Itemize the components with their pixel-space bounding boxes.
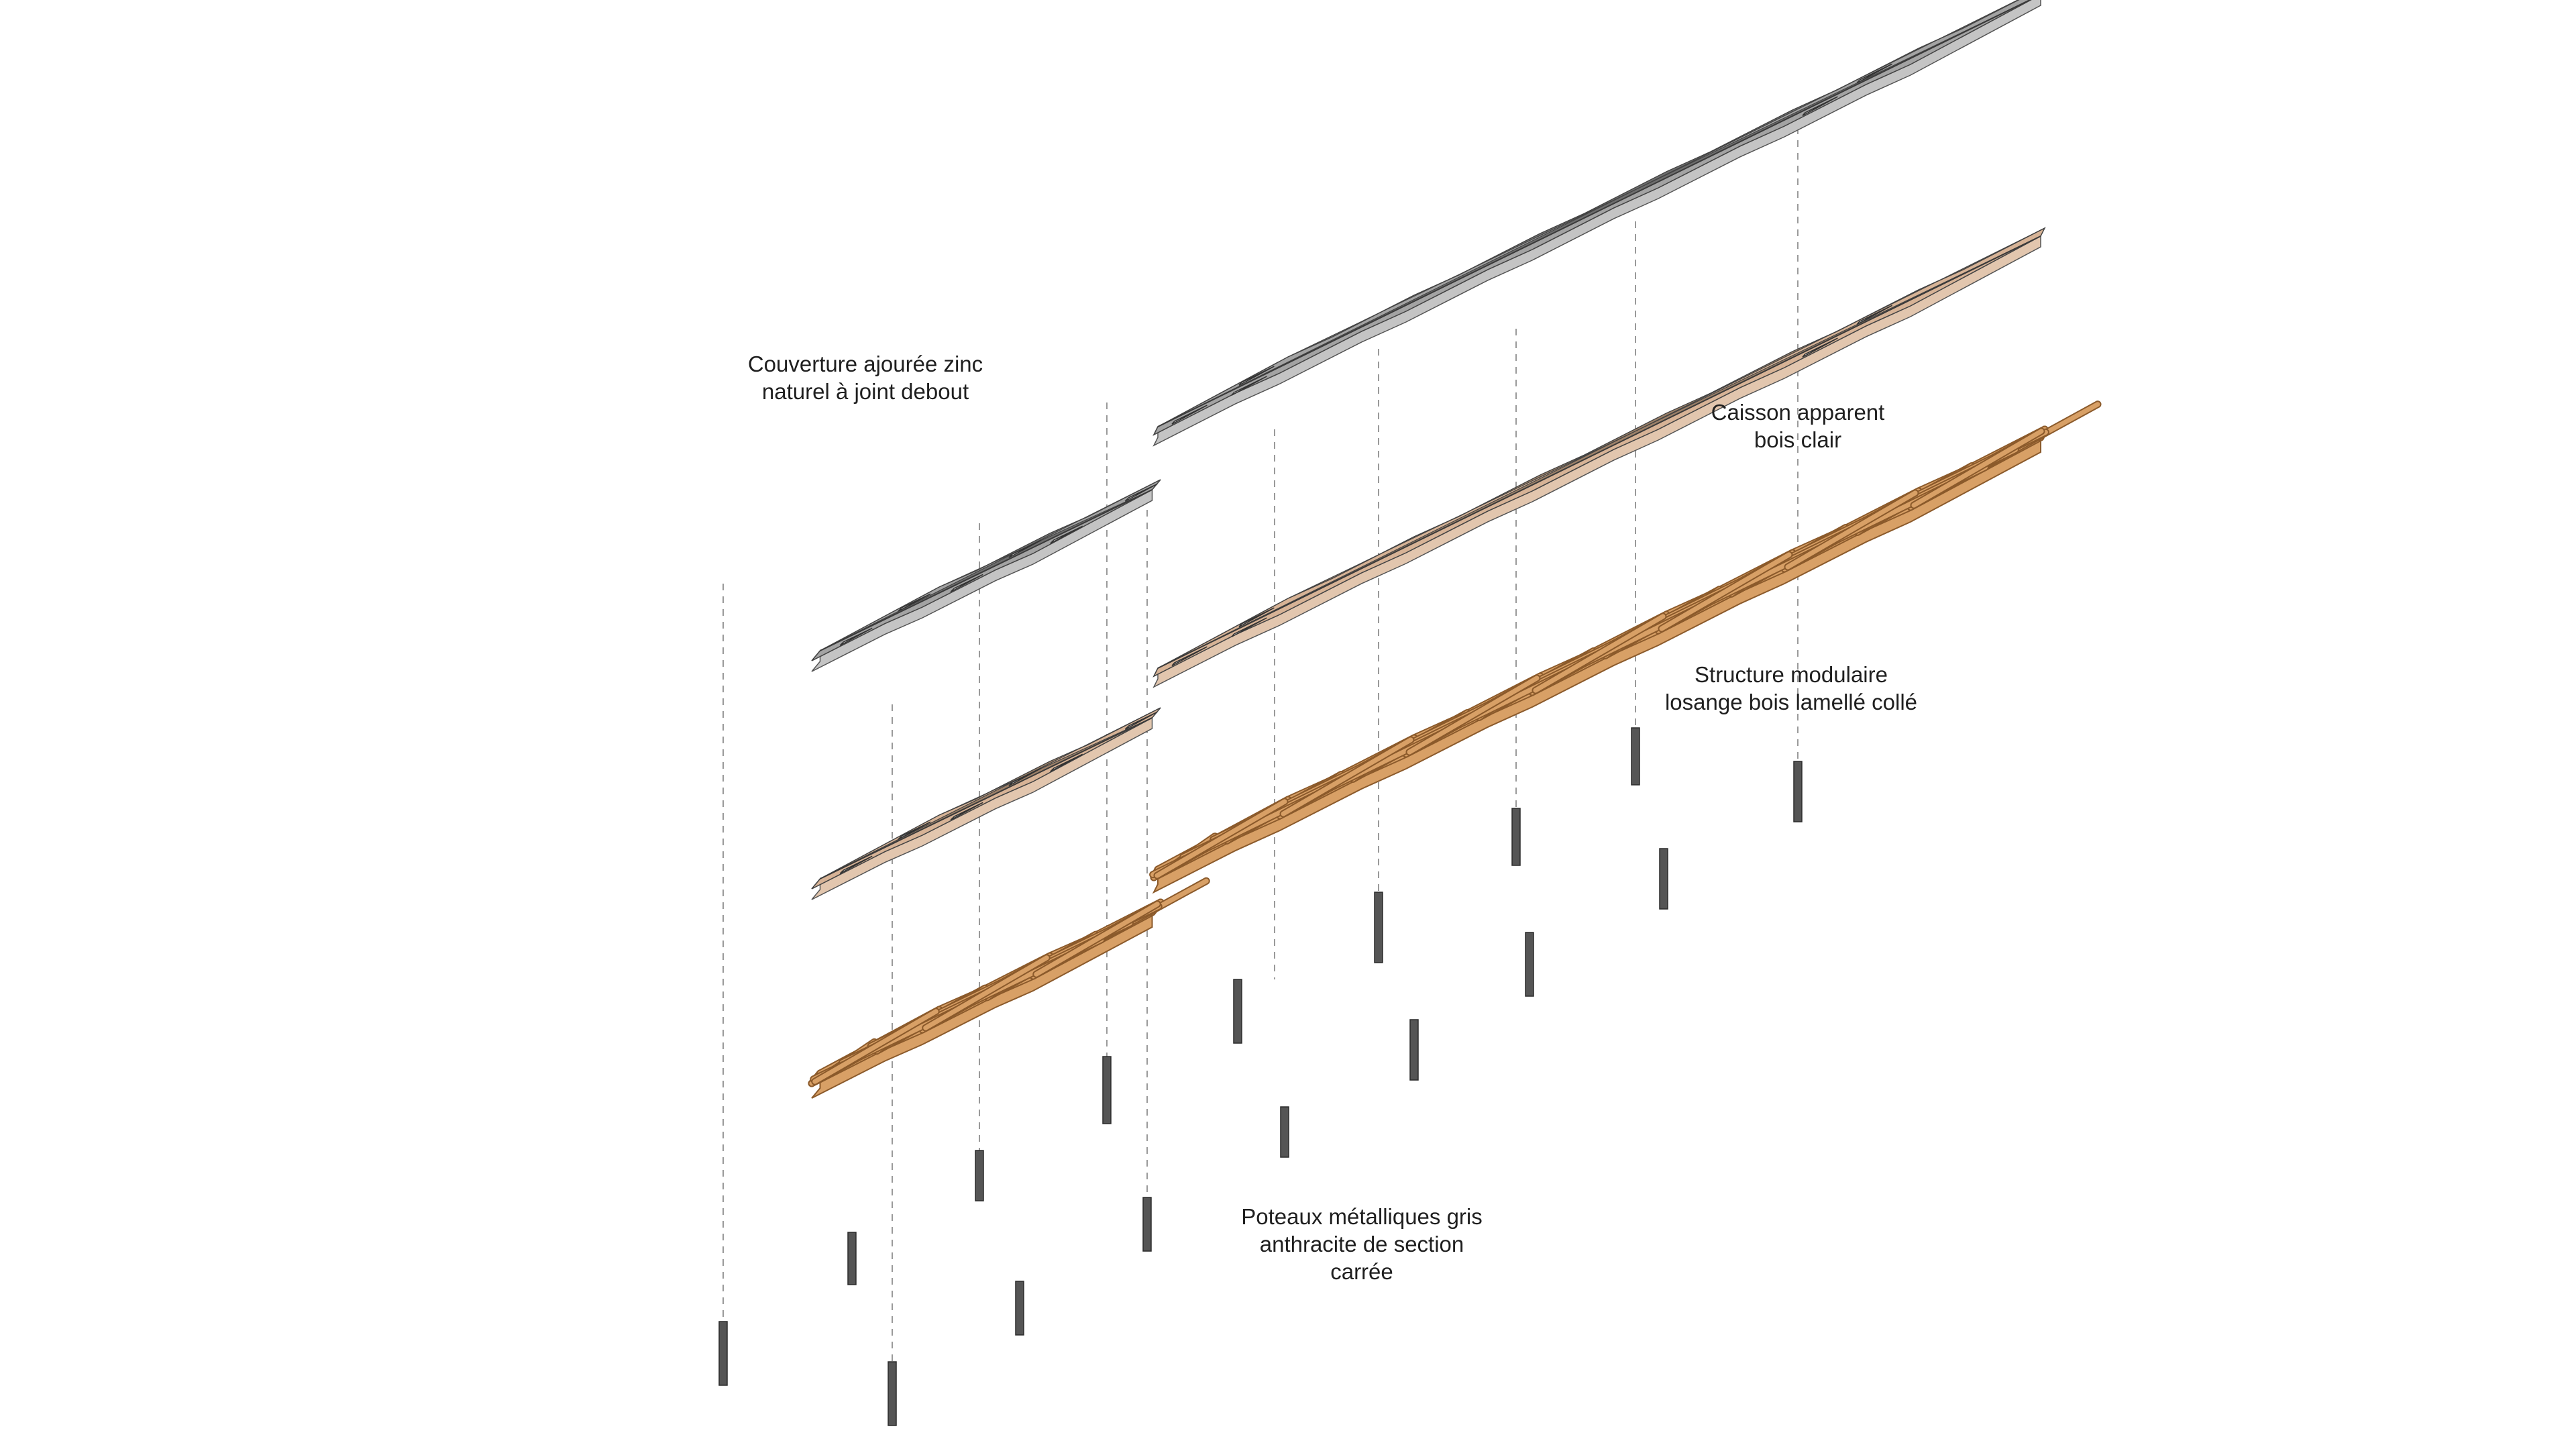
- left-caisson-ridge-line: [820, 717, 1152, 879]
- right-roof-opening-5: [1231, 376, 1267, 396]
- metal-post-11: [1525, 932, 1534, 997]
- left-roof-opening-3: [1124, 483, 1158, 502]
- left-caisson-opening-3: [1124, 711, 1158, 730]
- right-roof-opening-1: [1238, 366, 1275, 386]
- right-grid-transverse-4: [1533, 614, 1666, 693]
- left-roof-opening-2: [1008, 539, 1042, 558]
- label-zinc-roof-line-1: Couverture ajourée zinc: [747, 352, 983, 376]
- right-canopy-module: [1149, 0, 2102, 894]
- left-grid-transverse-2: [923, 955, 1049, 1030]
- metal-post-3: [975, 1150, 984, 1201]
- label-zinc-roof-line-2: naturel à joint debout: [761, 379, 969, 404]
- label-metal-posts-line-2: anthracite de section: [1259, 1232, 1464, 1256]
- left-caisson-opening-4: [839, 855, 873, 874]
- metal-post-4: [1015, 1281, 1024, 1336]
- right-caisson-opening-3: [1802, 337, 1838, 358]
- right-caisson-shaded-half: [1157, 227, 2045, 669]
- right-roof-ridge-line: [1157, 0, 2031, 427]
- left-roof-opening-6: [1050, 525, 1083, 544]
- right-grid-transverse-5: [1659, 552, 1792, 631]
- metal-post-6: [1142, 1197, 1152, 1252]
- metal-post-13: [1631, 727, 1640, 786]
- left-roof-opening-1: [898, 593, 931, 612]
- right-caisson-opening-1: [1238, 607, 1275, 627]
- left-grid-transverse-1: [812, 1009, 938, 1084]
- label-glulam-structure-line-1: Structure modulaire: [1695, 662, 1888, 687]
- metal-post-5: [1102, 1056, 1112, 1124]
- label-glulam-structure: Structure modulaire losange bois lamellé…: [1637, 661, 1945, 716]
- left-caisson-opening-5: [950, 802, 983, 820]
- left-zinc-roof-panel: [811, 479, 1161, 672]
- metal-post-1: [718, 1321, 728, 1386]
- right-caisson-opening-4: [1171, 646, 1208, 666]
- left-caisson-opening-1: [898, 821, 931, 840]
- right-roof-opening-2: [1856, 63, 1892, 84]
- right-diamond-glulam-structure: [1149, 400, 2102, 894]
- left-caisson-shaded-half: [820, 707, 1161, 879]
- metal-post-8: [1280, 1106, 1289, 1158]
- left-grid-members: [808, 877, 1210, 1099]
- label-metal-posts-line-1: Poteaux métalliques gris: [1241, 1204, 1483, 1229]
- metal-post-10: [1409, 1019, 1419, 1081]
- label-wood-caisson-line-2: bois clair: [1754, 427, 1842, 452]
- left-roof-shaded-half: [820, 479, 1161, 651]
- label-glulam-structure-line-2: losange bois lamellé collé: [1664, 690, 1918, 714]
- right-caisson-ridge-line: [1157, 235, 2041, 669]
- right-grid-transverse-6: [1785, 490, 1918, 570]
- left-caisson-opening-2: [1008, 767, 1042, 786]
- metal-post-7: [1233, 979, 1242, 1044]
- left-roof-opening-4: [839, 627, 873, 646]
- left-wood-caisson-panel: [811, 707, 1161, 900]
- left-diamond-glulam-structure: [808, 877, 1210, 1099]
- right-zinc-roof-panel: [1152, 0, 2041, 447]
- right-grid-transverse-1: [1155, 799, 1287, 878]
- label-metal-posts: Poteaux métalliques gris anthracite de s…: [1208, 1203, 1516, 1285]
- right-grid-transverse-3: [1407, 676, 1540, 755]
- metal-post-9: [1374, 892, 1383, 963]
- metal-post-14: [1659, 848, 1668, 910]
- label-wood-caisson-line-1: Caisson apparent: [1711, 400, 1885, 425]
- metal-post-15: [1793, 761, 1803, 822]
- metal-post-16: [888, 1361, 897, 1426]
- label-zinc-roof: Couverture ajourée zinc naturel à joint …: [724, 350, 1006, 405]
- left-roof-ridge-line: [820, 489, 1152, 651]
- right-caisson-opening-5: [1231, 617, 1267, 637]
- left-canopy-module: [808, 479, 1210, 1099]
- right-grid-transverse-2: [1281, 737, 1413, 816]
- right-roof-edge-face: [1152, 0, 2041, 447]
- label-wood-caisson: Caisson apparent bois clair: [1690, 398, 1905, 453]
- right-caisson-opening-2: [1856, 305, 1892, 325]
- metal-post-12: [1511, 808, 1521, 866]
- left-roof-opening-5: [950, 574, 983, 592]
- right-grid-members: [1149, 400, 2102, 894]
- left-caisson-opening-6: [1050, 753, 1083, 772]
- label-metal-posts-line-3: carrée: [1330, 1259, 1393, 1284]
- left-grid-transverse-3: [1034, 902, 1160, 977]
- metal-posts: [718, 727, 1803, 1426]
- right-grid-transverse-7: [1911, 429, 2044, 508]
- metal-post-2: [847, 1232, 857, 1285]
- right-wood-caisson-panel: [1152, 227, 2046, 688]
- right-roof-opening-4: [1171, 405, 1208, 425]
- right-roof-opening-3: [1802, 96, 1838, 116]
